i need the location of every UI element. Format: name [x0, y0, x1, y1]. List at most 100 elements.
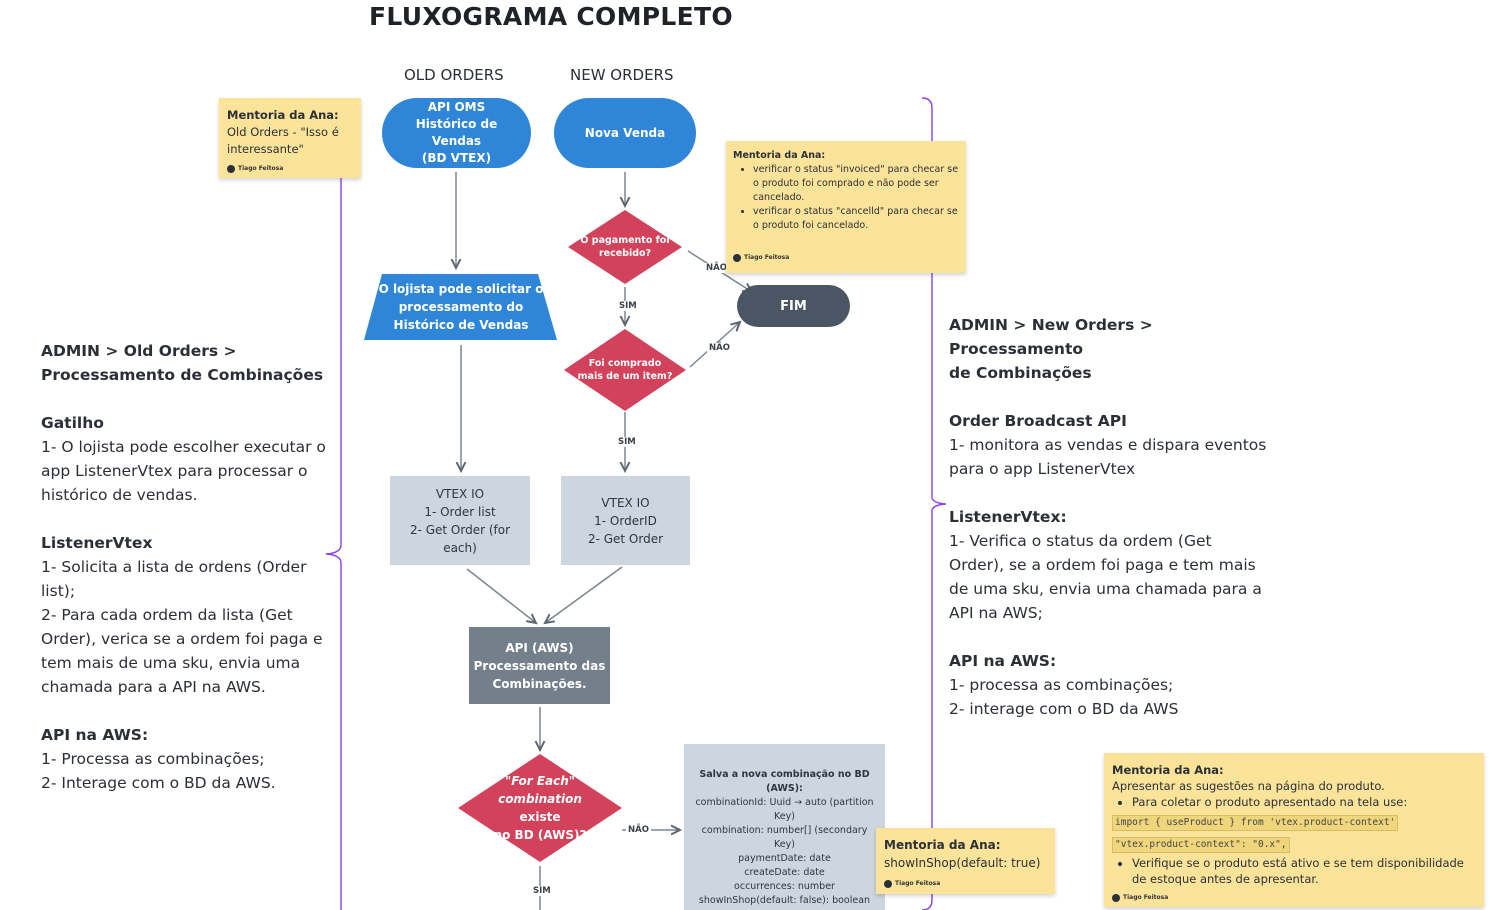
sticky4-code-1: import { useProduct } from 'vtex.product…	[1112, 815, 1399, 831]
right-t4-1: 1- processa as combinações;	[949, 676, 1174, 694]
sticky2-item-1: verificar o status "invoiced" para checa…	[753, 163, 959, 205]
sticky4-list: Para coletar o produto apresentado na te…	[1112, 794, 1476, 810]
api-aws-line2: Processamento das	[473, 658, 606, 673]
right-h1b: de Combinações	[949, 364, 1092, 382]
api-oms-line2: Histórico de Vendas	[415, 117, 498, 148]
pagamento-line2: recebido?	[598, 248, 652, 259]
edge-label-sim-2: SIM	[616, 437, 638, 447]
avatar	[884, 880, 892, 888]
for-each-line2: combination existe	[498, 792, 582, 824]
sticky-note-showinshop[interactable]: Mentoria da Ana: showInShop(default: tru…	[876, 828, 1055, 894]
right-t4-2: 2- interage com o BD da AWS	[949, 700, 1179, 718]
vtex-old-line4: each)	[443, 540, 477, 555]
left-t4-2: 2- Interage com o BD da AWS.	[41, 774, 276, 792]
api-oms-node[interactable]: API OMS Histórico de Vendas (BD VTEX)	[382, 98, 531, 168]
left-h2: Gatilho	[41, 414, 104, 432]
vtex-new-line3: 2- Get Order	[587, 531, 664, 546]
left-h4: API na AWS:	[41, 726, 149, 744]
sticky-note-suggestions[interactable]: Mentoria da Ana: Apresentar as sugestões…	[1104, 753, 1484, 907]
lojista-trapezoid-shape	[364, 274, 557, 340]
salva-combinacao-box[interactable]: Salva a nova combinação no BD (AWS): com…	[684, 744, 885, 910]
edge-label-nao-2: NÃO	[707, 343, 732, 353]
sticky4-intro: Apresentar as sugestões na página do pro…	[1112, 779, 1385, 793]
left-t2-3: histórico de vendas.	[41, 486, 198, 504]
sticky2-list: verificar o status "invoiced" para checa…	[733, 163, 959, 233]
old-orders-header: OLD ORDERS	[404, 66, 504, 84]
nova-venda-node[interactable]: Nova Venda	[554, 98, 696, 168]
right-h2: Order Broadcast API	[949, 412, 1127, 430]
comprado-line2: mais de um item?	[577, 371, 673, 382]
vtex-io-old-box[interactable]: VTEX IO 1- Order list 2- Get Order (for …	[390, 476, 530, 565]
right-t3-2: Order), se a ordem foi paga e tem mais	[949, 556, 1256, 574]
pagamento-diamond-shape	[568, 210, 682, 284]
right-notes: ADMIN > New Orders > Processamento de Co…	[949, 313, 1279, 721]
salva-line-7: showInShop(default: false): boolean	[698, 895, 871, 906]
pagamento-decision[interactable]: O pagamento foi recebido?	[575, 232, 675, 262]
right-t2-1: 1- monitora as vendas e dispara eventos	[949, 436, 1267, 454]
left-notes: ADMIN > Old Orders > Processamento de Co…	[41, 339, 341, 795]
sticky2-item-2: verificar o status "cancelld" para checa…	[753, 205, 959, 233]
sticky3-author: Tiago Feitosa	[884, 875, 1047, 893]
left-t3-2: list);	[41, 582, 76, 600]
vtex-io-new-box[interactable]: VTEX IO 1- OrderID 2- Get Order	[561, 476, 690, 565]
vtex-new-line2: 1- OrderID	[594, 513, 657, 528]
edge-vtexold-apiaws	[466, 568, 536, 623]
lojista-line2: processamento do	[398, 300, 524, 314]
left-h1b: Processamento de Combinações	[41, 366, 324, 384]
left-t3-6: chamada para a API na AWS.	[41, 678, 266, 696]
api-oms-line1: API OMS	[427, 100, 486, 114]
sticky4-item-2: Verifique se o produto está ativo e se t…	[1132, 855, 1476, 887]
right-brace	[921, 97, 947, 910]
foreach-diamond-shape	[458, 754, 622, 862]
left-t2-1: 1- O lojista pode escolher executar o	[41, 438, 326, 456]
edge-label-sim-1: SIM	[617, 301, 639, 311]
right-h4: API na AWS:	[949, 652, 1057, 670]
salva-line-6: occurrences: number	[734, 881, 835, 892]
left-t3-1: 1- Solicita a lista de ordens (Order	[41, 558, 307, 576]
left-t3-3: 2- Para cada ordem da lista (Get	[41, 606, 293, 624]
lojista-node[interactable]: O lojista pode solicitar o processamento…	[368, 278, 554, 336]
left-t3-5: tem mais de uma sku, envia uma	[41, 654, 301, 672]
sticky3-body: showInShop(default: true)	[884, 856, 1041, 870]
fim-node[interactable]: FIM	[737, 285, 850, 327]
left-h1a: ADMIN > Old Orders >	[41, 342, 237, 360]
avatar	[733, 254, 741, 262]
for-each-line3: no BD (AWS)?	[493, 828, 587, 842]
avatar	[1112, 894, 1120, 902]
right-t3-1: 1- Verifica o status da ordem (Get	[949, 532, 1212, 550]
api-aws-line1: API (AWS)	[505, 640, 574, 655]
right-t3-3: de uma sku, envia uma chamada para a	[949, 580, 1262, 598]
left-t4-1: 1- Processa as combinações;	[41, 750, 265, 768]
right-h1a: ADMIN > New Orders > Processamento	[949, 316, 1153, 358]
vtex-old-line2: 1- Order list	[424, 504, 496, 519]
comprado-line1: Foi comprado	[588, 358, 662, 369]
right-t3-4: API na AWS;	[949, 604, 1043, 622]
lojista-line3: Histórico de Vendas	[393, 318, 529, 332]
left-t3-4: Order), verica se a ordem foi paga e	[41, 630, 323, 648]
api-oms-line3: (BD VTEX)	[421, 151, 492, 165]
sticky4-list-2: Verifique se o produto está ativo e se t…	[1112, 855, 1476, 887]
avatar	[227, 164, 235, 173]
left-brace	[325, 178, 342, 910]
lojista-line1: O lojista pode solicitar o	[378, 282, 544, 296]
sticky-note-status[interactable]: Mentoria da Ana: verificar o status "inv…	[726, 141, 966, 273]
new-orders-header: NEW ORDERS	[570, 66, 674, 84]
nova-venda-label: Nova Venda	[584, 125, 666, 140]
salva-line-2: Key)	[774, 811, 795, 822]
sticky-note-old-orders[interactable]: Mentoria da Ana: Old Orders - "Isso é in…	[219, 98, 361, 178]
left-h3: ListenerVtex	[41, 534, 153, 552]
edge-label-nao-1: NÃO	[704, 263, 729, 273]
left-t2-2: app ListenerVtex para processar o	[41, 462, 308, 480]
for-each-line1: "For Each"	[504, 774, 576, 788]
for-each-decision[interactable]: "For Each" combination existe no BD (AWS…	[478, 774, 602, 842]
sticky2-head: Mentoria da Ana:	[733, 150, 826, 161]
salva-line-4: paymentDate: date	[738, 853, 831, 864]
right-h3: ListenerVtex:	[949, 508, 1067, 526]
sticky4-author: Tiago Feitosa	[1112, 890, 1476, 906]
api-aws-box[interactable]: API (AWS) Processamento das Combinações.	[469, 627, 610, 704]
page-title: FLUXOGRAMA COMPLETO	[369, 2, 733, 31]
vtex-new-line1: VTEX IO	[601, 495, 650, 510]
vtex-old-line1: VTEX IO	[435, 486, 485, 501]
comprado-decision[interactable]: Foi comprado mais de um item?	[573, 355, 677, 385]
